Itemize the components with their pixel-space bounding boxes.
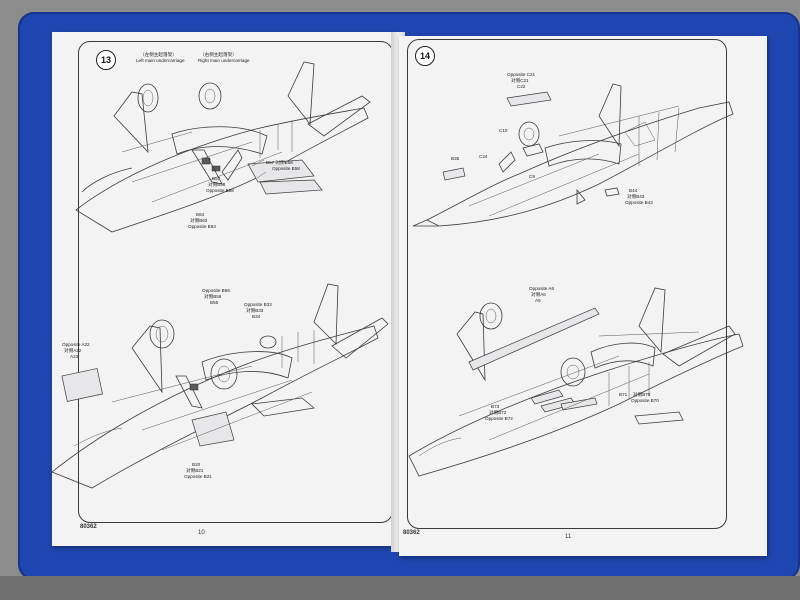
right-page-frame — [407, 39, 727, 529]
callout-b71: B71 — [619, 392, 628, 397]
callout-b73: B73 — [491, 404, 500, 409]
header-right-cn: （右侧主起落架） — [200, 52, 237, 57]
header-left-en: Left main undercarriage — [136, 58, 185, 63]
callout-b72-cn: 对侧B72 — [489, 410, 507, 415]
callout-b43-opposite: Opposite B43 — [625, 200, 653, 205]
callout-b57: B57 对侧B58 — [266, 160, 293, 165]
callout-b55: B55 — [210, 300, 219, 305]
right-page-drawings — [408, 83, 744, 477]
callout-a23: A23 — [70, 354, 79, 359]
callout-c21-opposite: Opposite C21 — [507, 72, 536, 77]
callout-a22-opposite: Opposite A22 — [62, 342, 90, 347]
callout-b33-opposite: Opposite B33 — [244, 302, 272, 307]
callout-a6-cn: 对侧A6 — [531, 292, 546, 297]
callout-a22-cn: 对侧A22 — [64, 348, 82, 353]
callout-b21-opposite: Opposite B21 — [184, 474, 212, 479]
callout-b56-cn: 对侧B56 — [204, 294, 222, 299]
callout-b20: B20 — [192, 462, 201, 467]
callout-c24: C24 — [479, 154, 488, 159]
step-number-badge: 14 — [415, 46, 435, 66]
callout-b70-cn: 对侧B70 — [633, 392, 651, 397]
callout-b57-2: B57 — [212, 176, 221, 181]
top-fuselage-drawing — [75, 61, 371, 233]
table-surface — [0, 576, 800, 600]
gear-doors-drawing — [408, 287, 744, 477]
header-left-cn: （左侧主起落架） — [140, 52, 177, 57]
callout-a5: A5 — [535, 298, 541, 303]
callout-b63-cn: 对侧B63 — [190, 218, 208, 223]
page-number-right: 11 — [565, 534, 572, 540]
callout-b57-opposite: Opposite B58 — [272, 166, 300, 171]
nose-section-drawing — [412, 83, 734, 227]
callout-c22: C22 — [517, 84, 526, 89]
callout-b44: B44 — [629, 188, 638, 193]
callout-b56-opposite: Opposite B56 — [202, 288, 230, 293]
callout-b63-opposite: Opposite B63 — [188, 224, 216, 229]
bottom-fuselage-drawing — [51, 283, 389, 489]
callout-c9: C9 — [529, 174, 535, 179]
product-code-left: 80362 — [80, 524, 97, 530]
callout-b57-2-cn: 对侧B58 — [208, 182, 226, 187]
callout-c10: C10 — [499, 128, 508, 133]
left-page-drawings — [51, 61, 389, 489]
page-number-left: 10 — [198, 530, 205, 536]
left-instruction-page: 13 （左侧主起落架） Left main undercarriage （右侧主… — [51, 32, 397, 546]
callout-b70-opposite: Opposite B70 — [631, 398, 659, 403]
callout-c21-cn: 对侧C21 — [511, 78, 529, 83]
callout-b33-cn: 对侧B33 — [246, 308, 264, 313]
callout-b35: B35 — [451, 156, 460, 161]
callout-b64: B64 — [196, 212, 205, 217]
callout-b21-cn: 对侧B21 — [186, 468, 204, 473]
callout-b43-cn: 对侧B43 — [627, 194, 645, 199]
callout-a6-opposite: Opposite A6 — [529, 286, 555, 291]
callout-b57-2-opposite: Opposite B58 — [206, 188, 234, 193]
callout-b72-opposite: Opposite B72 — [485, 416, 513, 421]
product-code-right: 80362 — [403, 530, 420, 536]
right-instruction-page: 14 — [399, 36, 767, 556]
callout-b34: B34 — [252, 314, 261, 319]
step-number-badge: 13 — [96, 50, 116, 70]
header-right-en: Right main undercarriage — [198, 58, 250, 63]
